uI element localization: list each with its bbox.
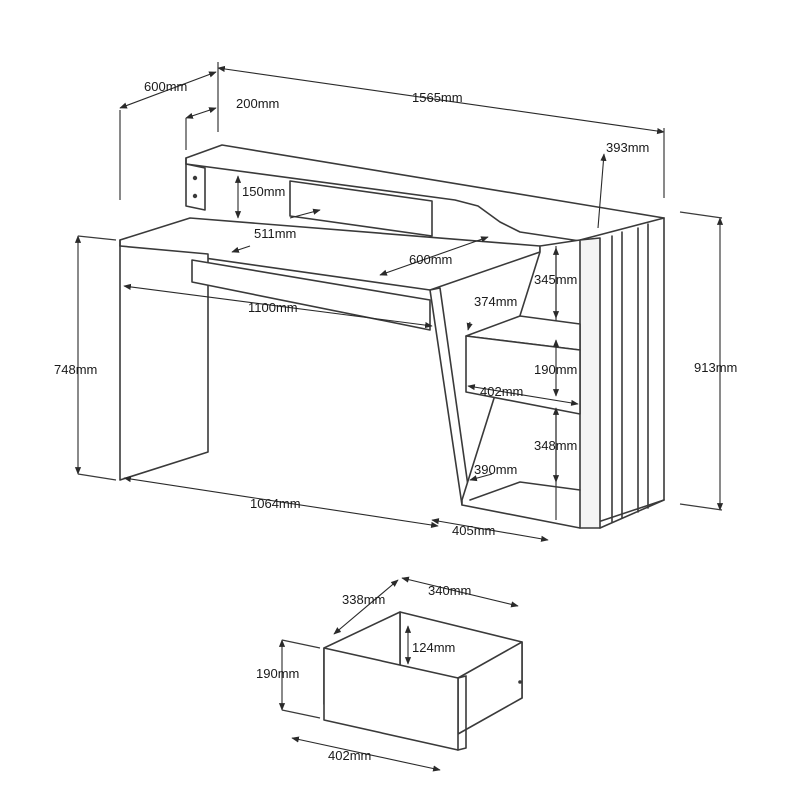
drawer-illustration bbox=[323, 611, 523, 751]
label-tower-depth: 393mm bbox=[606, 140, 649, 155]
cam-hole bbox=[192, 175, 198, 181]
slanted-support bbox=[429, 287, 471, 506]
label-overall-depth: 600mm bbox=[144, 79, 187, 94]
label-lower-compartment-height: 348mm bbox=[534, 438, 577, 453]
label-overall-width: 1565mm bbox=[412, 90, 463, 105]
label-total-height: 913mm bbox=[694, 360, 737, 375]
top-shelf-board bbox=[185, 144, 665, 245]
label-drawer-depth: 340mm bbox=[428, 583, 471, 598]
drawer-dimension-labels: 338mm 340mm 124mm 190mm 402mm bbox=[256, 583, 471, 763]
label-upper-compartment-height: 345mm bbox=[534, 272, 577, 287]
label-tower-width: 405mm bbox=[452, 523, 495, 538]
desk-dimension-labels: 1565mm 600mm 200mm 393mm 150mm 511mm 600… bbox=[54, 79, 737, 538]
tower-side-panel bbox=[579, 237, 601, 529]
desk-illustration bbox=[119, 144, 665, 529]
shelf-back-board bbox=[289, 180, 433, 237]
label-shelf-depth: 200mm bbox=[236, 96, 279, 111]
label-desk-width: 1100mm bbox=[248, 300, 298, 315]
label-drawer-front-width: 402mm bbox=[328, 748, 371, 763]
shelf-left-support bbox=[185, 163, 206, 211]
drawer-dimension-lines bbox=[278, 576, 519, 772]
label-upper-compartment-depth: 374mm bbox=[474, 294, 517, 309]
label-drawer-inner-height: 124mm bbox=[412, 640, 455, 655]
label-lower-compartment-depth: 390mm bbox=[474, 462, 517, 477]
cam-hole bbox=[192, 193, 198, 199]
desk-dimension-lines bbox=[74, 62, 724, 542]
label-desk-height: 748mm bbox=[54, 362, 97, 377]
label-drawer-front-width: 402mm bbox=[480, 384, 523, 399]
label-desk-depth: 600mm bbox=[409, 252, 452, 267]
label-shelf-board-width: 511mm bbox=[254, 226, 296, 241]
label-shelf-height: 150mm bbox=[242, 184, 285, 199]
label-drawer-front-height: 190mm bbox=[534, 362, 577, 377]
label-drawer-inner-width: 338mm bbox=[342, 592, 385, 607]
label-drawer-front-height: 190mm bbox=[256, 666, 299, 681]
label-base-length: 1064mm bbox=[250, 496, 301, 511]
drawer-screw-hole bbox=[518, 680, 522, 684]
